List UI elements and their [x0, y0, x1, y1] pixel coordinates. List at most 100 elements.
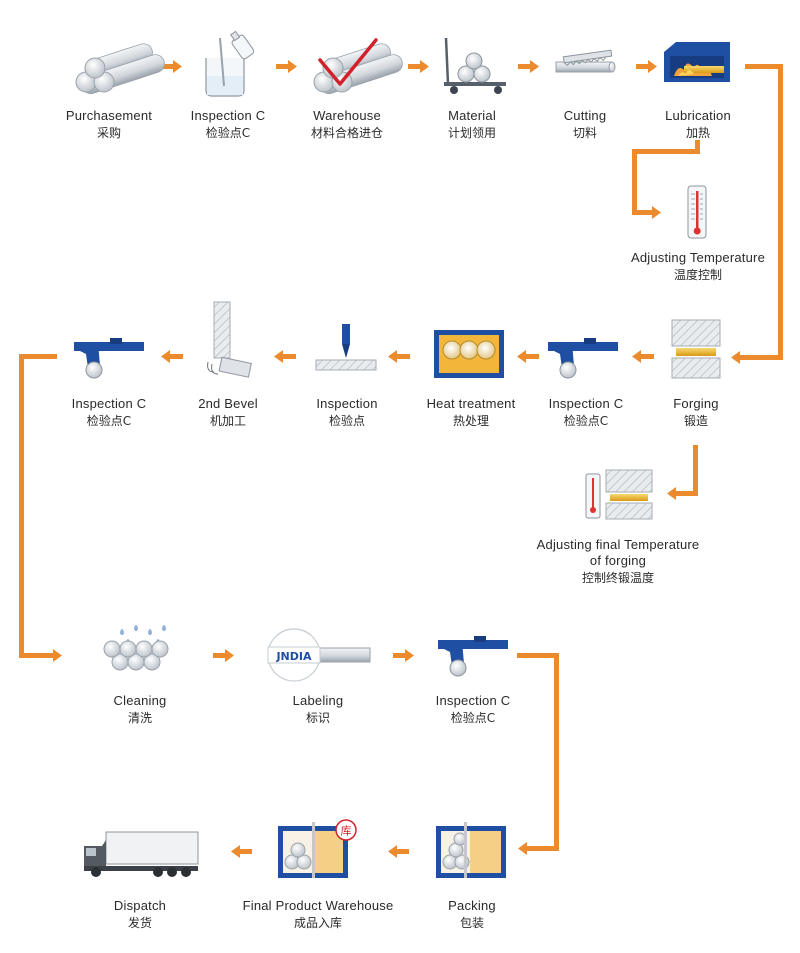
step-dispatch: Dispatch 发货	[50, 898, 230, 931]
step-adjusting-final-temperature: Adjusting final Temperature of forging 控…	[527, 537, 709, 586]
arrow-warehouse-to-material	[408, 60, 429, 73]
forging-press-icon	[671, 319, 721, 379]
step-label-en: Material	[448, 108, 496, 123]
step-warehouse: Warehouse 材料合格进仓	[257, 108, 437, 141]
step-material: Material 计划领用	[382, 108, 562, 141]
step-lubrication: Lubrication 加热	[608, 108, 788, 141]
caliper-icon	[74, 338, 144, 379]
step-label-en: Adjusting final Temperature	[536, 537, 700, 552]
arrow-lubrication-to-forging	[731, 64, 783, 364]
step-inspection-1: Inspection C 检验点C	[138, 108, 318, 141]
arrow-cleaning-to-labeling	[213, 649, 234, 662]
thermometer-icon	[687, 185, 707, 239]
label-pipe-icon: JNDIA	[267, 628, 371, 682]
step-inspection-3: Inspection 检验点	[257, 396, 437, 429]
step-label-en: Final Product Warehouse	[242, 898, 394, 913]
step-label-zh: 检验点C	[86, 414, 132, 428]
thermometer-press-icon	[585, 469, 653, 520]
box-icon	[436, 822, 506, 878]
step-label-zh: 温度控制	[673, 268, 722, 282]
arrow-material-to-cutting	[518, 60, 539, 73]
step-label-en: Forging	[673, 396, 719, 411]
caliper-icon	[438, 636, 508, 677]
step-label-en-line2: of forging	[589, 553, 647, 568]
step-label-en: Purchasement	[65, 108, 153, 123]
furnace-icon	[664, 42, 730, 82]
step-label-en: Warehouse	[313, 108, 381, 123]
step-inspection-5: Inspection C 检验点C	[383, 693, 563, 726]
pipes-icon	[75, 43, 165, 95]
step-label-zh: 包装	[459, 916, 484, 930]
step-label-en: Inspection C	[548, 396, 624, 411]
step-label-en: Heat treatment	[426, 396, 516, 411]
warehouse-badge-text: 库	[341, 825, 352, 838]
step-label-en: Lubrication	[665, 108, 731, 123]
step-adjusting-temperature: Adjusting Temperature 温度控制	[608, 250, 788, 283]
step-label-en: 2nd Bevel	[198, 396, 258, 411]
heat-tank-icon	[434, 330, 504, 378]
step-bevel: 2nd Bevel 机加工	[138, 396, 318, 429]
washing-pipes-icon	[103, 625, 169, 671]
step-label-zh: 机加工	[209, 414, 246, 428]
saw-icon	[555, 49, 616, 73]
step-label-en: Adjusting Temperature	[630, 250, 766, 265]
step-label-zh: 采购	[96, 126, 121, 140]
step-label-en: Packing	[448, 898, 496, 913]
step-label-zh: 热处理	[452, 414, 489, 428]
step-cleaning: Cleaning 清洗	[50, 693, 230, 726]
arrow-bevel-to-inspection	[161, 350, 183, 363]
arrow-inspection-to-packing	[517, 653, 559, 855]
arrow-forging-to-final-temperature	[667, 445, 698, 500]
warehouse-box-icon: 库	[278, 819, 357, 878]
arrow-heat-to-inspection	[388, 350, 410, 363]
step-inspection-4: Inspection C 检验点C	[19, 396, 199, 429]
arrow-forging-to-inspection	[632, 350, 654, 363]
step-label-en: Inspection C	[435, 693, 511, 708]
arrow-labeling-to-inspection	[393, 649, 414, 662]
checked-pipes-icon	[313, 38, 403, 95]
step-label-zh: 发货	[127, 916, 152, 930]
step-label-en: Cleaning	[113, 693, 167, 708]
step-label-zh: 检验点C	[205, 126, 251, 140]
flow-arrows	[19, 60, 783, 858]
step-label-zh: 检验点	[328, 414, 365, 428]
step-cutting: Cutting 切料	[495, 108, 675, 141]
step-label-zh: 材料合格进仓	[310, 126, 383, 140]
step-label-zh: 锻造	[683, 414, 708, 428]
step-label-zh: 加热	[685, 126, 710, 140]
step-label-zh: 成品入库	[293, 916, 342, 930]
step-label-zh: 检验点C	[563, 414, 609, 428]
arrow-warehouse-to-dispatch	[231, 845, 252, 858]
step-label-zh: 切料	[572, 126, 597, 140]
arrow-purchasement-to-inspection	[161, 60, 182, 73]
arrow-lubrication-to-temperature	[632, 140, 700, 219]
step-forging: Forging 锻造	[606, 396, 786, 429]
step-label-zh: 计划领用	[447, 126, 496, 140]
caliper-icon	[548, 338, 618, 379]
step-label-en: Dispatch	[113, 898, 167, 913]
truck-icon	[84, 831, 199, 877]
arrow-inspection-to-heat	[517, 350, 539, 363]
step-label-zh: 清洗	[127, 711, 152, 725]
step-label-zh: 标识	[305, 711, 330, 725]
step-final-warehouse: Final Product Warehouse 成品入库	[218, 898, 418, 931]
labeling-logo-text: JNDIA	[275, 650, 312, 663]
step-inspection-2: Inspection C 检验点C	[496, 396, 676, 429]
step-label-en: Inspection	[316, 396, 378, 411]
arrow-cutting-to-lubrication	[636, 60, 657, 73]
step-label-en: Cutting	[563, 108, 607, 123]
warehouse-badge	[335, 819, 357, 841]
step-label-en: Inspection C	[71, 396, 147, 411]
hand-truck-icon	[444, 37, 506, 94]
step-label-zh: 检验点C	[450, 711, 496, 725]
step-purchasement: Purchasement 采购	[19, 108, 199, 141]
step-label-zh: 控制终锻温度	[581, 571, 654, 585]
step-packing: Packing 包装	[382, 898, 562, 931]
arrow-inspection-to-warehouse	[276, 60, 297, 73]
bevel-pipe-icon	[207, 301, 252, 378]
beaker-inspection-icon	[205, 30, 255, 97]
step-label-en: Inspection C	[190, 108, 266, 123]
step-labeling: Labeling 标识	[228, 693, 408, 726]
